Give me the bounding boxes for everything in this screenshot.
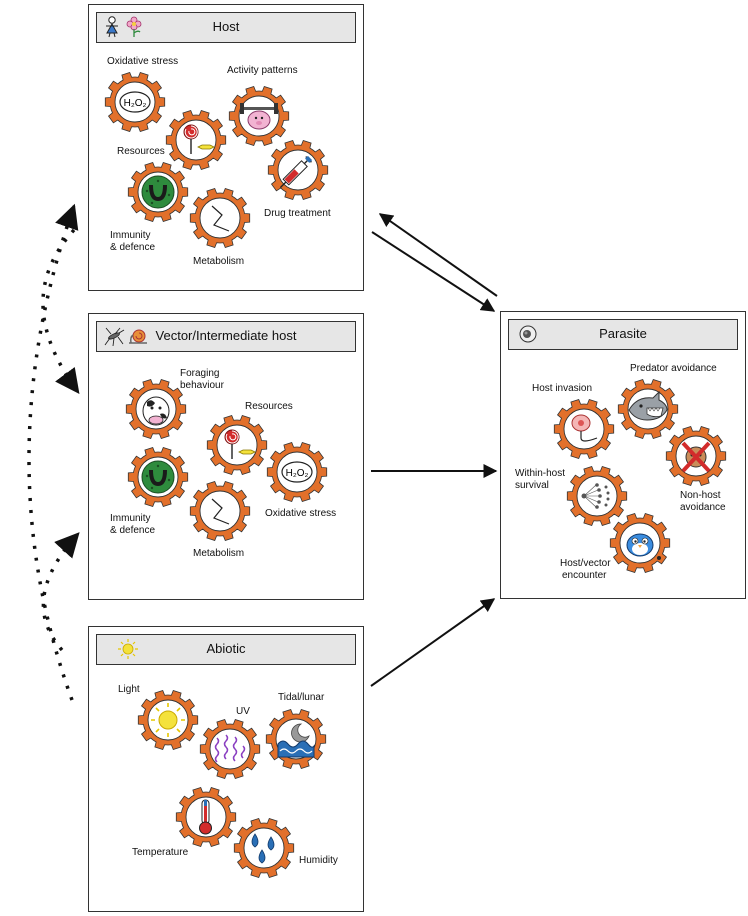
gear-immunity-host	[127, 161, 189, 223]
dotted-arrow-outer	[27, 203, 79, 701]
label-within-host-1: Within-host	[515, 468, 566, 479]
gear-resources-host	[165, 109, 227, 171]
label-foraging-2: behaviour	[180, 380, 224, 391]
gear-non-host-avoidance	[665, 425, 727, 487]
gear-metabolism-vector	[189, 480, 251, 542]
label-drug-treatment: Drug treatment	[264, 208, 331, 219]
exercising-pig-icon	[228, 85, 290, 147]
h2o2-icon: H₂O₂	[104, 71, 166, 133]
uv-waves-icon	[199, 718, 261, 780]
h2o2-icon: H₂O₂	[266, 441, 328, 503]
label-tidal-lunar: Tidal/lunar	[278, 692, 325, 703]
svg-text:H₂O₂: H₂O₂	[124, 98, 147, 109]
label-immunity-host-2: & defence	[110, 242, 156, 253]
gear-face	[209, 728, 251, 770]
label-temperature: Temperature	[132, 847, 189, 858]
gear-oxidative-stress: H₂O₂	[104, 71, 166, 133]
label-light: Light	[118, 684, 140, 695]
arrow-parasite-to-host	[378, 213, 498, 297]
host-header: Host	[96, 12, 356, 43]
label-resources-host: Resources	[117, 146, 165, 157]
shark-icon	[617, 378, 679, 440]
crossed-host-icon	[665, 425, 727, 487]
syringe-icon	[267, 139, 329, 201]
immune-cell-icon	[127, 446, 189, 508]
vector-header: Vector/Intermediate host	[96, 321, 356, 352]
label-resources-vector: Resources	[245, 401, 293, 412]
gear-uv	[199, 718, 261, 780]
label-metabolism-vector: Metabolism	[193, 548, 245, 559]
gear-foraging	[125, 378, 187, 440]
invading-parasite-icon	[553, 398, 615, 460]
parasite-title: Parasite	[599, 326, 647, 341]
gear-host-invasion	[553, 398, 615, 460]
parasite-multiplication-icon	[566, 465, 628, 527]
gear-within-host-survival	[566, 465, 628, 527]
gear-face	[216, 424, 258, 466]
label-activity-patterns: Activity patterns	[227, 65, 298, 76]
metabolism-pathway-icon	[189, 187, 251, 249]
immune-cell-icon	[127, 161, 189, 223]
abiotic-header: Abiotic	[96, 634, 356, 665]
lollipop-candy-icon	[165, 109, 227, 171]
mosquito-icon	[104, 327, 125, 347]
label-host-invasion: Host invasion	[532, 383, 593, 394]
arrow-host-to-parasite	[371, 231, 496, 312]
vector-title: Vector/Intermediate host	[155, 328, 297, 343]
gear-temperature	[175, 786, 237, 848]
label-humidity: Humidity	[299, 855, 338, 866]
label-uv: UV	[236, 706, 250, 717]
gear-face	[175, 119, 217, 161]
gear-resources-vector	[206, 414, 268, 476]
label-non-host-1: Non-host	[680, 490, 721, 501]
label-non-host-2: avoidance	[680, 502, 726, 513]
water-drops-icon	[233, 817, 295, 879]
gear-face	[243, 827, 285, 869]
gear-activity-patterns	[228, 85, 290, 147]
parasite-cell-icon	[519, 325, 537, 343]
moon-wave-icon	[265, 708, 327, 770]
arrow-abiotic-to-parasite	[370, 598, 496, 687]
gear-light	[137, 689, 199, 751]
sun-icon	[118, 639, 138, 659]
dotted-arrow-abiotic-vector	[41, 532, 80, 652]
thermometer-icon	[175, 786, 237, 848]
gear-oxidative-stress-vector: H₂O₂	[266, 441, 328, 503]
svg-text:H₂O₂: H₂O₂	[286, 468, 309, 479]
gear-predator-avoidance	[617, 378, 679, 440]
gear-drug-treatment	[267, 139, 329, 201]
snail-icon	[129, 329, 147, 344]
label-encounter-2: encounter	[562, 570, 607, 581]
person-icon	[106, 16, 118, 38]
label-immunity-vector-1: Immunity	[110, 513, 151, 524]
label-foraging-1: Foraging	[180, 368, 220, 379]
gear-host-vector-encounter	[609, 512, 671, 574]
gear-tidal-lunar	[265, 708, 327, 770]
sun-icon	[137, 689, 199, 751]
metabolism-pathway-icon	[189, 480, 251, 542]
abiotic-title: Abiotic	[206, 641, 246, 656]
label-predator-avoidance: Predator avoidance	[630, 363, 717, 374]
label-within-host-2: survival	[515, 480, 549, 491]
label-metabolism-host: Metabolism	[193, 256, 245, 267]
host-title: Host	[212, 19, 240, 34]
dotted-arrow-host-vector	[41, 228, 80, 394]
parasite-header: Parasite	[508, 319, 738, 350]
label-immunity-vector-2: & defence	[110, 525, 156, 536]
gear-metabolism-host	[189, 187, 251, 249]
label-encounter-1: Host/vector	[560, 558, 611, 569]
gear-humidity	[233, 817, 295, 879]
cow-icon	[125, 378, 187, 440]
label-oxidative-stress-vector: Oxidative stress	[265, 508, 337, 519]
label-immunity-host-1: Immunity	[110, 230, 151, 241]
lollipop-candy-icon	[206, 414, 268, 476]
bird-icon	[609, 512, 671, 574]
label-oxidative-stress-host: Oxidative stress	[107, 56, 179, 67]
gear-immunity-vector	[127, 446, 189, 508]
flower-icon	[126, 16, 142, 37]
